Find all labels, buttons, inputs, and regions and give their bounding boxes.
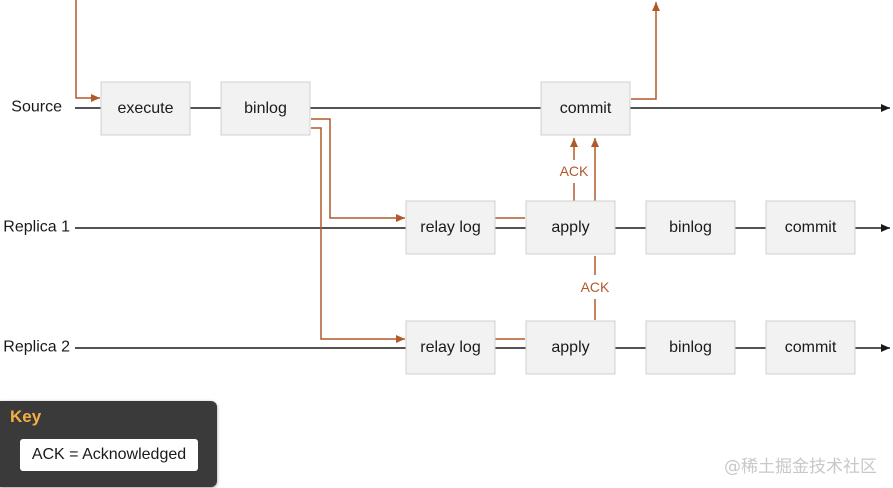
source-binlog-node: binlog (220, 81, 311, 136)
binlog-to-replica1-arrow (311, 118, 405, 222)
key-item-ack: ACK = Acknowledged (20, 439, 198, 471)
replica1-relay-log-label: relay log (420, 219, 480, 236)
replica1-apply-node: apply (525, 200, 616, 255)
commit-response-arrow (631, 2, 660, 100)
lane-label-replica1: Replica 1 (3, 219, 70, 236)
replica2-apply-node: apply (525, 320, 616, 375)
replica1-binlog-node: binlog (645, 200, 736, 255)
replica1-apply-label: apply (551, 219, 589, 236)
source-commit-label: commit (560, 100, 612, 117)
replica2-binlog-label: binlog (669, 339, 712, 356)
watermark: @稀土掘金技术社区 (724, 457, 877, 477)
replica1-commit-node: commit (765, 200, 856, 255)
lane-label-replica2: Replica 2 (3, 339, 70, 356)
replica1-binlog-label: binlog (669, 219, 712, 236)
source-commit-node: commit (540, 81, 631, 136)
lane-label-source: Source (11, 99, 62, 116)
incoming-request-arrow (75, 0, 100, 102)
replica1-relay-log-node: relay log (405, 200, 496, 255)
source-execute-node: execute (100, 81, 191, 136)
source-execute-label: execute (117, 100, 173, 117)
replica2-apply-label: apply (551, 339, 589, 356)
replica2-relay-log-label: relay log (420, 339, 480, 356)
replica2-relay-log-node: relay log (405, 320, 496, 375)
replica2-ack-label: ACK (581, 279, 610, 295)
key-title: Key (10, 407, 42, 426)
binlog-to-replica2-arrow (311, 127, 405, 343)
replica2-commit-node: commit (765, 320, 856, 375)
source-binlog-label: binlog (244, 100, 287, 117)
replica1-commit-label: commit (785, 219, 837, 236)
replica1-ack-label: ACK (560, 163, 589, 179)
replica2-commit-label: commit (785, 339, 837, 356)
replica2-binlog-node: binlog (645, 320, 736, 375)
